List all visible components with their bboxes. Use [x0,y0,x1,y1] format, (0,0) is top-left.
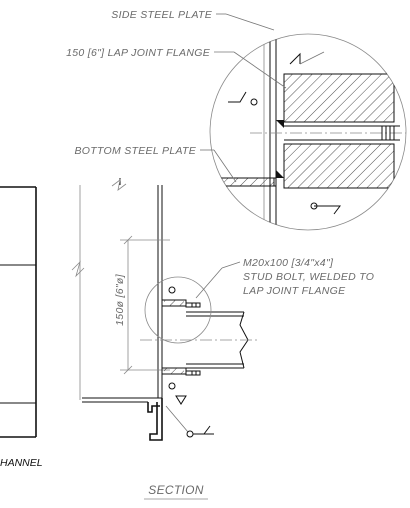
leaders [195,13,287,299]
side-steel-plate-label: SIDE STEEL PLATE [111,9,212,21]
section-title: SECTION [148,483,203,497]
detail-circle [209,33,407,231]
dimension-line: 150ø [6"ø] [114,235,170,375]
lap-joint-flange-label: 150 [6"] LAP JOINT FLANGE [66,47,211,59]
stud-bolt-label-line2: STUD BOLT, WELDED TO [243,271,374,283]
stud-bolt-label-line3: LAP JOINT FLANGE [243,285,346,297]
bottom-weld-symbol [165,405,214,438]
pipe-assembly [140,276,260,405]
dimension-label: 150ø [6"ø] [114,273,126,325]
left-frame [0,186,37,438]
wall-section [71,178,163,441]
channel-label: HANNEL [0,457,43,469]
bottom-steel-plate-label: BOTTOM STEEL PLATE [74,145,196,157]
stud-bolt-label-line1: M20x100 [3/4"x4"] [243,257,334,269]
